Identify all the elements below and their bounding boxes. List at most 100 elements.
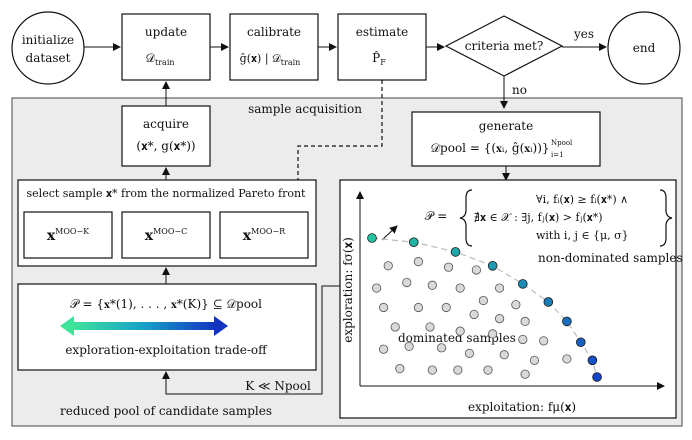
pareto-def-lhs: 𝒫 =: [425, 209, 448, 223]
dominated-point: [441, 302, 451, 313]
dominated-point: [383, 261, 393, 271]
svg-text:𝐱MOO−R: 𝐱MOO−R: [243, 227, 286, 244]
pareto-front-point: [592, 372, 602, 382]
moo-k-sup: MOO−K: [55, 227, 90, 236]
pareto-front-point: [408, 237, 419, 247]
y-axis-label: exploration: fσ(𝐱): [341, 237, 355, 343]
dominated-point: [483, 365, 493, 375]
moo-c-box: 𝐱MOO−C: [121, 211, 211, 259]
svg-text:𝐱MOO−K: 𝐱MOO−K: [47, 227, 90, 244]
dominated-point: [469, 309, 479, 320]
dominated-point: [464, 348, 475, 358]
estimate-title: estimate: [356, 25, 408, 39]
pareto-front-curve: [371, 237, 598, 378]
dominated-point: [427, 280, 437, 290]
dominated-point: [425, 322, 435, 332]
yes-label: yes: [573, 27, 594, 41]
calibrate-formula-sub: train: [281, 58, 301, 67]
dominated-point: [436, 343, 447, 353]
dominated-point: [494, 314, 505, 324]
tradeoff-label: exploration-exploitation trade-off: [65, 343, 268, 357]
panel-title: sample acquisition: [248, 102, 362, 116]
generate-sup: Npool: [551, 139, 573, 147]
pareto-plot-box: [339, 179, 677, 419]
estimate-formula: P̂: [372, 50, 380, 65]
acquire-title: acquire: [143, 117, 189, 131]
dominated-point: [390, 322, 400, 332]
dominated-point: [562, 354, 572, 364]
dominated-point: [520, 316, 530, 326]
pool-label: K ≪ Npool: [245, 379, 311, 393]
criteria-diamond: criteria met?: [444, 15, 564, 77]
dominated-point: [488, 329, 498, 339]
estimate-box: estimate P̂F: [337, 13, 427, 81]
def-brace-right: [659, 189, 673, 247]
moo-r-sup: MOO−R: [251, 227, 286, 236]
dominated-point: [471, 265, 481, 275]
dominated-point: [494, 283, 505, 293]
moo-k-base: 𝐱: [47, 228, 56, 244]
pareto-front-point: [575, 337, 586, 348]
dominated-point: [402, 277, 412, 288]
dominated-point: [511, 300, 521, 310]
dominated-point: [520, 369, 530, 379]
dominated-point: [395, 364, 405, 374]
pareto-front-point: [487, 260, 498, 271]
moo-c-base: 𝐱: [145, 228, 154, 244]
tradeoff-arrow: [60, 316, 228, 336]
dominated-point: [478, 295, 488, 306]
dominated-point: [529, 355, 540, 365]
pareto-front-point: [450, 247, 461, 257]
no-label: no: [512, 83, 527, 97]
def-pointer: [381, 225, 398, 241]
dominated-point: [413, 302, 423, 313]
sample-points: [367, 233, 602, 382]
pareto-front-point: [543, 297, 554, 307]
svg-text:𝐱MOO−C: 𝐱MOO−C: [145, 227, 188, 244]
svg-text:P̂F: P̂F: [372, 50, 386, 67]
pareto-def-line-2: ∄𝐱 ∈ 𝒳 : ∃j, fⱼ(𝐱) > fⱼ(𝐱*): [474, 211, 603, 224]
acquire-formula: (𝐱*, g(𝐱*)): [136, 139, 195, 153]
pareto-front-point: [517, 279, 528, 289]
pareto-def-line-1: ∀i, fᵢ(𝐱) ≥ fᵢ(𝐱*) ∧: [536, 193, 628, 206]
update-title: update: [145, 25, 187, 39]
generate-box: generate 𝒟pool = {(𝐱ᵢ, ĝ(𝐱ᵢ))} Npool i=1: [411, 111, 601, 167]
moo-c-sup: MOO−C: [153, 227, 187, 236]
def-brace-left: [459, 189, 473, 247]
moo-k-box: 𝐱MOO−K: [23, 211, 113, 259]
pareto-box: 𝒫 = {𝐱*(1), . . . , 𝐱*(K)} ⊆ 𝒟pool explo…: [17, 283, 317, 371]
calibrate-title: calibrate: [247, 25, 301, 39]
initialize-node: initialize dataset: [11, 11, 85, 85]
initialize-label-1: initialize: [22, 33, 74, 47]
dominated-label: dominated samples: [398, 331, 516, 345]
nondominated-label: non-dominated samples: [538, 251, 683, 265]
calibrate-box: calibrate ĝ(𝐱) | 𝒟train: [229, 13, 319, 81]
dominated-point: [413, 257, 423, 267]
select-title: select sample 𝐱* from the normalized Par…: [27, 187, 307, 200]
generate-sub: i=1: [551, 151, 564, 159]
criteria-label: criteria met?: [465, 39, 544, 53]
select-box: select sample 𝐱* from the normalized Par…: [17, 179, 317, 267]
acquire-box: acquire (𝐱*, g(𝐱*)): [121, 105, 211, 167]
estimate-formula-sub: F: [380, 58, 386, 67]
update-dtrain-sub: train: [155, 58, 175, 67]
moo-r-box: 𝐱MOO−R: [219, 211, 309, 259]
initialize-label-2: dataset: [26, 51, 71, 65]
dominated-point: [378, 302, 389, 313]
svg-text:ĝ(𝐱) | 𝒟train: ĝ(𝐱) | 𝒟train: [240, 52, 301, 67]
generate-formula: 𝒟pool = {(𝐱ᵢ, ĝ(𝐱ᵢ))}: [430, 141, 549, 155]
update-dtrain: 𝒟: [145, 51, 155, 65]
dominated-point: [539, 336, 549, 346]
svg-text:𝒟train: 𝒟train: [145, 51, 174, 67]
pareto-front-point: [367, 233, 377, 243]
pareto-front-point: [587, 355, 598, 366]
dominated-point: [378, 344, 389, 354]
pareto-def-line-3: with i, j ∈ {μ, σ}: [536, 229, 629, 242]
generate-title: generate: [479, 119, 533, 133]
dominated-point: [443, 262, 454, 272]
dominated-point: [453, 365, 463, 375]
calibrate-formula: ĝ(𝐱) | 𝒟: [240, 52, 281, 66]
x-axis-label: exploitation: fμ(𝐱): [468, 400, 576, 414]
dominated-point: [404, 341, 414, 352]
